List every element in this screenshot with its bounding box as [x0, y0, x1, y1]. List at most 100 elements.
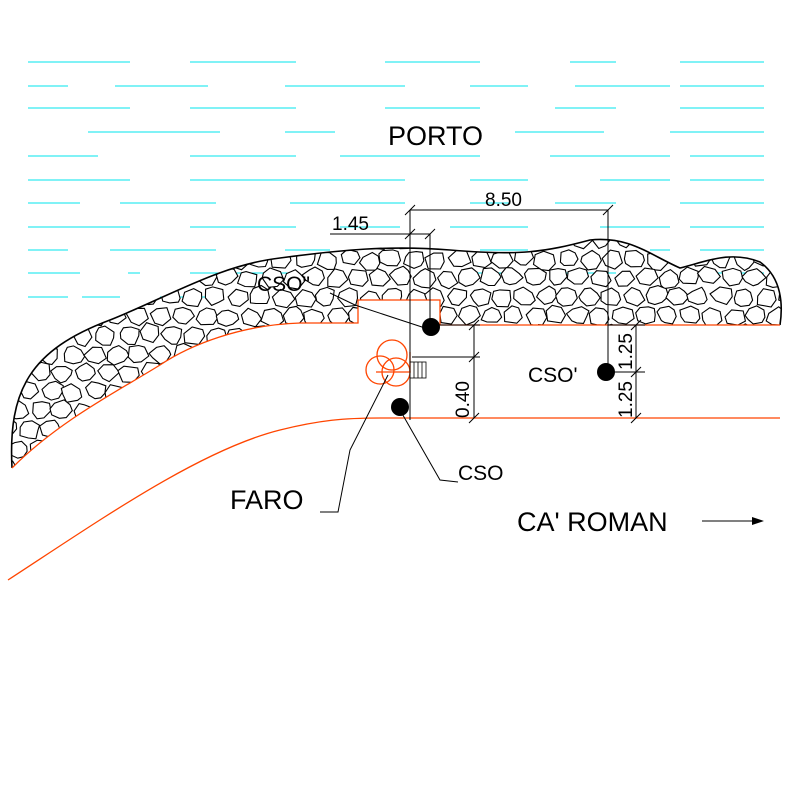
rock: [181, 403, 202, 422]
rock: [674, 382, 696, 403]
rock: [740, 421, 764, 440]
rock: [423, 400, 447, 420]
rock: [681, 343, 702, 363]
point-cso-double-prime: [422, 318, 440, 336]
rock: [65, 239, 85, 250]
rock: [526, 460, 549, 468]
label-cso-double-prime: CSO": [257, 273, 310, 296]
rock: [249, 249, 270, 268]
rock: [665, 287, 691, 306]
rock: [358, 439, 380, 459]
rock: [193, 379, 216, 399]
rock: [336, 324, 357, 345]
rock: [457, 267, 481, 287]
rock: [546, 421, 569, 440]
rock: [138, 401, 162, 419]
rock: [335, 362, 359, 381]
rock: [324, 422, 347, 439]
rock: [390, 421, 414, 441]
leader-lines: [320, 292, 764, 525]
point-cso-prime: [597, 363, 615, 381]
rock: [669, 365, 690, 383]
rock: [455, 422, 478, 442]
rock: [447, 249, 472, 268]
rock: [679, 305, 701, 324]
rock: [578, 326, 603, 346]
rock: [238, 344, 260, 363]
rock: [215, 309, 240, 327]
rock: [149, 307, 172, 327]
rock: [723, 385, 747, 402]
rock: [766, 456, 782, 468]
rock: [85, 239, 108, 249]
rock: [549, 268, 568, 286]
rock: [118, 437, 139, 458]
rock: [702, 421, 725, 440]
rock: [688, 328, 712, 345]
rock: [479, 239, 501, 249]
rock: [733, 288, 754, 307]
jetty-outline: [10, 238, 783, 469]
rock: [491, 289, 512, 308]
rock: [17, 342, 39, 362]
rock: [665, 439, 691, 458]
rock: [49, 365, 73, 384]
rock: [636, 381, 657, 402]
rock: [30, 323, 53, 344]
rock: [611, 457, 634, 468]
rock: [95, 400, 115, 420]
rock: [160, 285, 181, 304]
rock: [105, 458, 125, 468]
rock: [424, 252, 445, 270]
rock: [709, 326, 733, 348]
rock: [204, 286, 225, 307]
rock: [654, 456, 677, 468]
rock: [721, 267, 744, 287]
rock: [214, 457, 239, 468]
rock: [720, 423, 743, 442]
rock: [97, 441, 117, 459]
rock: [218, 381, 238, 400]
rock: [172, 239, 193, 249]
rock: [51, 252, 74, 269]
rock: [388, 265, 412, 286]
rock: [435, 346, 458, 366]
rock: [426, 442, 448, 461]
rock: [368, 459, 390, 468]
rock: [513, 325, 535, 346]
rock: [41, 239, 62, 248]
rock: [535, 285, 558, 306]
rock: [402, 325, 426, 345]
rock: [11, 380, 18, 401]
rock: [239, 458, 259, 468]
rock: [490, 363, 510, 380]
rock: [261, 267, 285, 288]
rock: [635, 455, 658, 468]
rock: [480, 306, 503, 323]
rock: [392, 459, 415, 468]
rock: [457, 304, 481, 326]
dim-label-1-45: 1.45: [332, 214, 369, 235]
rock: [107, 307, 127, 325]
rock: [479, 417, 503, 437]
rock: [381, 287, 403, 306]
rock: [405, 288, 428, 309]
rock: [600, 287, 622, 306]
rock: [337, 287, 359, 308]
rock: [217, 344, 241, 364]
rock: [765, 239, 782, 248]
rock: [459, 342, 479, 361]
arrow-ca-roman-head: [752, 517, 764, 525]
rock: [327, 268, 349, 288]
jetty-rocks: [10, 238, 783, 469]
rock: [591, 345, 614, 364]
rock: [535, 324, 556, 344]
rock: [96, 250, 117, 270]
rock: [19, 457, 41, 468]
rock: [261, 343, 285, 363]
rock: [658, 268, 680, 290]
rock: [470, 324, 489, 344]
rock: [734, 323, 758, 344]
rock: [347, 306, 370, 325]
rock: [493, 439, 515, 457]
